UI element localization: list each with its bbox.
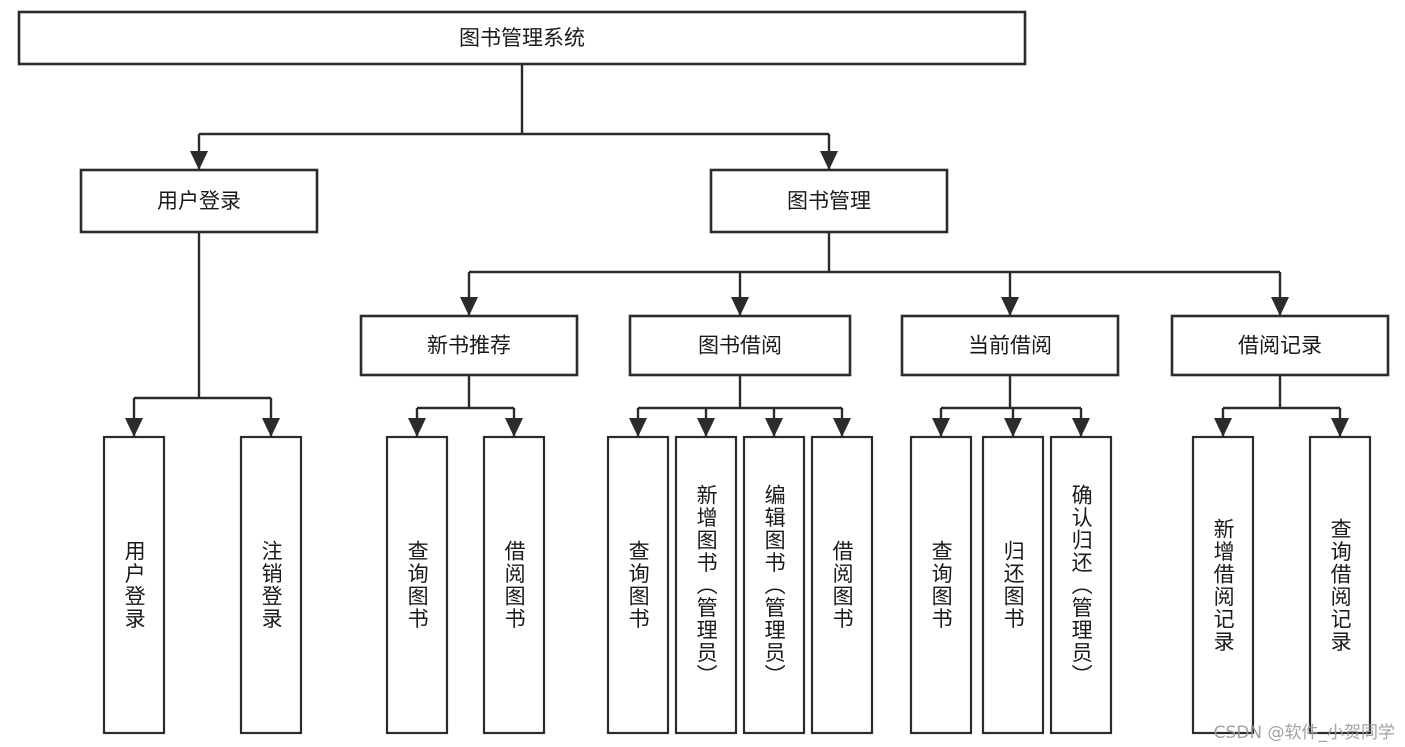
node-undefined[interactable]	[17, 10, 1027, 66]
node-leaf-edit-book[interactable]	[742, 435, 806, 735]
node-box	[810, 435, 874, 735]
node-box	[742, 435, 806, 735]
arrow-head	[408, 418, 426, 437]
arrow-head	[1331, 418, 1349, 437]
arrow-head	[1072, 418, 1090, 437]
arrow-head	[731, 297, 749, 316]
arrow-head	[1001, 297, 1019, 316]
node-leaf-borrow-book-2[interactable]	[810, 435, 874, 735]
node-label: 用户登录	[157, 189, 241, 213]
node-borrow-records[interactable]	[1170, 314, 1390, 377]
node-box	[981, 435, 1045, 735]
node-leaf-confirm-return[interactable]	[1049, 435, 1113, 735]
node-box	[674, 435, 738, 735]
connectors-layer	[125, 64, 1349, 437]
node-box	[239, 435, 303, 735]
node-box	[1049, 435, 1113, 735]
node-box	[900, 314, 1120, 377]
node-box	[606, 435, 670, 735]
arrow-head	[697, 418, 715, 437]
arrow-head	[833, 418, 851, 437]
node-box	[1308, 435, 1372, 735]
arrow-head	[460, 297, 478, 316]
node-box	[1170, 314, 1390, 377]
arrow-head	[505, 418, 523, 437]
node-box	[709, 168, 949, 234]
node-book-management[interactable]	[709, 168, 949, 234]
node-label: 图书管理	[787, 189, 871, 213]
node-label: 借阅记录	[1238, 334, 1322, 358]
node-box	[482, 435, 546, 735]
node-leaf-add-book[interactable]	[674, 435, 738, 735]
node-book-borrow[interactable]	[628, 314, 852, 377]
node-leaf-user-logout[interactable]	[239, 435, 303, 735]
node-leaf-query-record[interactable]	[1308, 435, 1372, 735]
arrow-head	[262, 418, 280, 437]
arrow-head	[820, 151, 838, 170]
arrow-head	[932, 418, 950, 437]
node-box	[359, 314, 579, 377]
node-box	[102, 435, 166, 735]
node-label: 新书推荐	[427, 334, 511, 358]
arrow-head	[765, 418, 783, 437]
node-new-book-recommend[interactable]	[359, 314, 579, 377]
node-leaf-add-record[interactable]	[1191, 435, 1255, 735]
node-label: 图书管理系统	[459, 26, 585, 50]
node-box	[1191, 435, 1255, 735]
node-leaf-query-book-1[interactable]	[385, 435, 449, 735]
node-box	[909, 435, 973, 735]
arrow-head	[190, 151, 208, 170]
node-current-borrow[interactable]	[900, 314, 1120, 377]
node-leaf-return-book[interactable]	[981, 435, 1045, 735]
node-box	[628, 314, 852, 377]
arrow-head	[1004, 418, 1022, 437]
node-leaf-query-book-3[interactable]	[909, 435, 973, 735]
node-leaf-query-book-2[interactable]	[606, 435, 670, 735]
node-box	[385, 435, 449, 735]
node-leaf-user-login[interactable]	[102, 435, 166, 735]
arrow-head	[125, 418, 143, 437]
node-box	[17, 10, 1027, 66]
node-leaf-borrow-book-1[interactable]	[482, 435, 546, 735]
node-user-login[interactable]	[79, 168, 319, 234]
node-label: 图书借阅	[698, 334, 782, 358]
watermark-text: CSDN @软件_小贺同学	[1213, 723, 1395, 743]
node-label: 当前借阅	[968, 334, 1052, 358]
arrow-head	[1214, 418, 1232, 437]
arrow-head	[1271, 297, 1289, 316]
node-box	[79, 168, 319, 234]
arrow-head	[629, 418, 647, 437]
